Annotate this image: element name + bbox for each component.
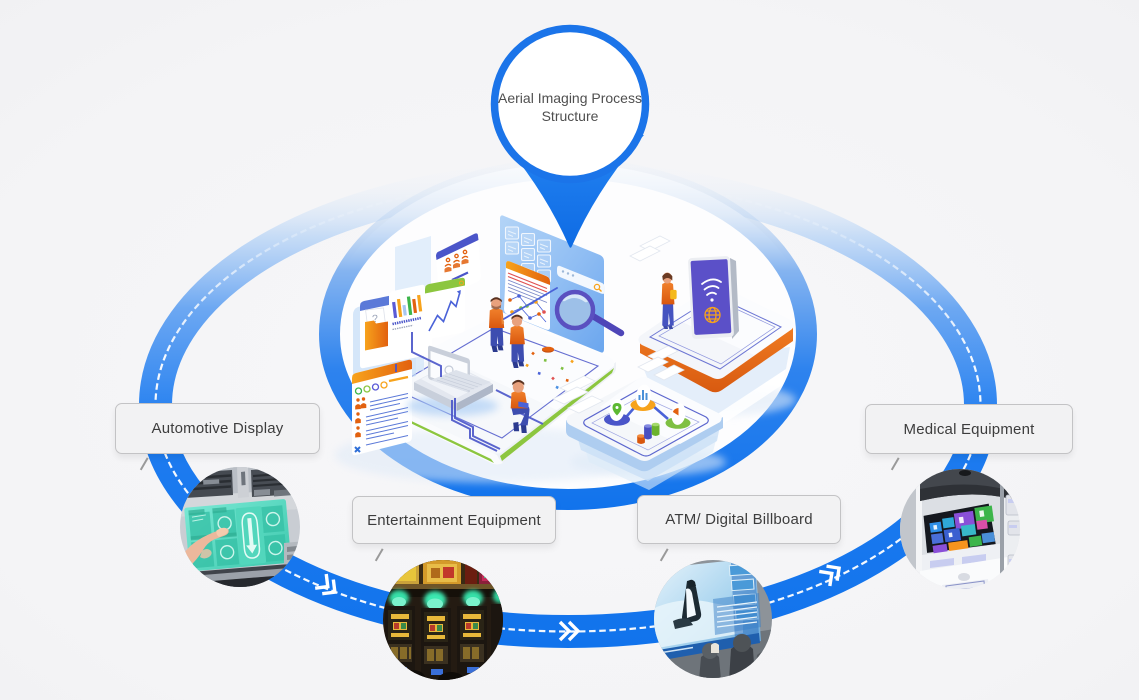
svg-text:Aerial Imaging Process: Aerial Imaging Process xyxy=(498,90,642,106)
svg-text:Structure: Structure xyxy=(542,108,599,124)
svg-text:?: ? xyxy=(372,313,379,326)
